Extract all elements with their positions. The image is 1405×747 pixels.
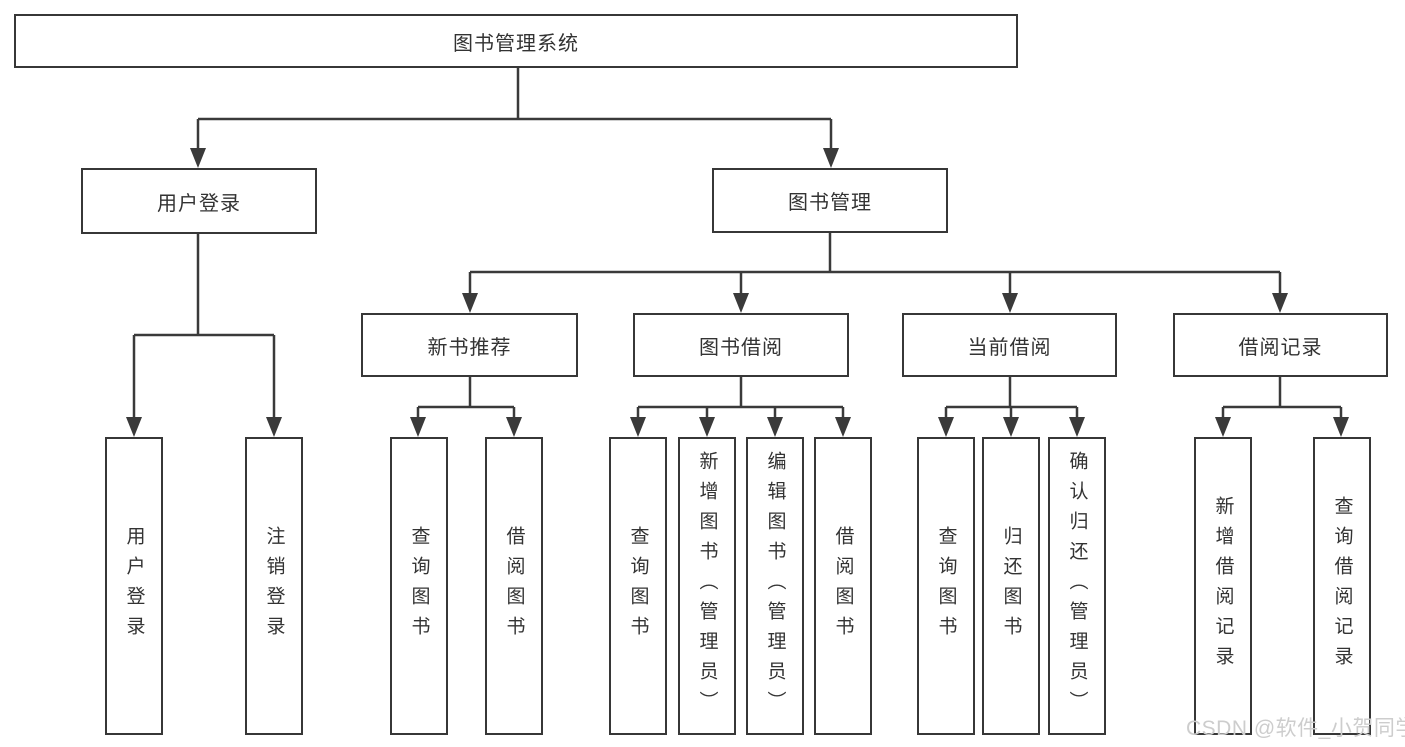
connector-root-to-level2 (196, 68, 833, 152)
node-book-management: 图书管理 (712, 168, 948, 233)
connector-current-borrow-to-leaves (944, 377, 1079, 421)
node-current-borrowing: 当前借阅 (902, 313, 1117, 377)
leaf-nbr-borrow-books: 借阅图书 (485, 437, 543, 735)
node-user-login: 用户登录 (81, 168, 317, 234)
leaf-br-add-record: 新增借阅记录 (1194, 437, 1252, 735)
node-book-borrowing: 图书借阅 (633, 313, 849, 377)
arrowheads (126, 148, 1349, 437)
leaf-br-query-record: 查询借阅记录 (1313, 437, 1371, 735)
node-borrowing-records: 借阅记录 (1173, 313, 1388, 377)
connector-user-login-to-leaves (132, 234, 276, 421)
leaf-nbr-query-books: 查询图书 (390, 437, 448, 735)
connector-new-book-to-leaves (416, 377, 516, 421)
leaf-user-login: 用户登录 (105, 437, 163, 735)
leaf-bb-edit-books-admin: 编辑图书（管理员） (746, 437, 804, 735)
leaf-bb-borrow-books: 借阅图书 (814, 437, 872, 735)
leaf-cb-query-books: 查询图书 (917, 437, 975, 735)
leaf-cb-confirm-return-admin: 确认归还（管理员） (1048, 437, 1106, 735)
connector-book-mgmt-to-level3 (468, 233, 1282, 297)
leaf-logout: 注销登录 (245, 437, 303, 735)
connector-book-borrow-to-leaves (636, 377, 845, 421)
leaf-cb-return-books: 归还图书 (982, 437, 1040, 735)
connector-borrow-record-to-leaves (1221, 377, 1343, 421)
leaf-bb-add-books-admin: 新增图书（管理员） (678, 437, 736, 735)
node-library-system: 图书管理系统 (14, 14, 1018, 68)
node-new-book-recommend: 新书推荐 (361, 313, 578, 377)
watermark: CSDN @软件_小贺同学 (1186, 717, 1405, 740)
leaf-bb-query-books: 查询图书 (609, 437, 667, 735)
